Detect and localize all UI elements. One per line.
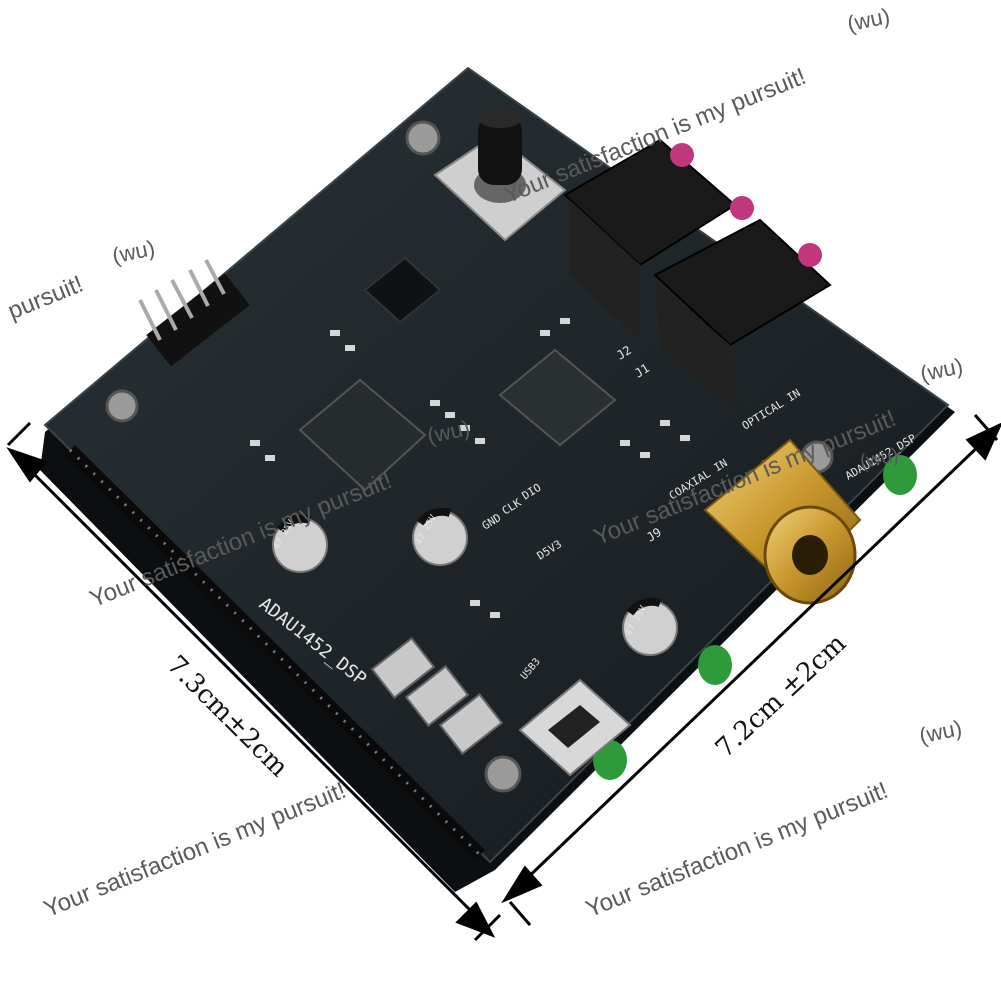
screw-left [105, 389, 139, 423]
j1-label: J1 [632, 361, 652, 381]
capacitor-c3 [622, 597, 678, 656]
tact-button-3 [438, 693, 504, 755]
codec-chip [498, 348, 617, 447]
coaxial-rca-connector [703, 438, 862, 605]
tact-button-1 [370, 637, 436, 699]
flash-chip [363, 256, 442, 324]
rotary-knob [433, 108, 567, 242]
j9-label: J9 [644, 525, 664, 545]
smd-components [250, 318, 690, 618]
capacitor-c2 [412, 507, 468, 566]
optical-connector-2 [653, 218, 832, 415]
dimension-arrow-right [501, 414, 1001, 926]
j2-label: J2 [614, 343, 634, 363]
dimension-arrow-left [6, 421, 502, 942]
tact-button-2 [404, 665, 470, 727]
capacitor-c1 [272, 514, 328, 573]
pin-header-5pin [138, 259, 250, 367]
micro-usb-port [518, 678, 632, 777]
dsp-chip [298, 378, 427, 492]
optical-connector-1 [563, 138, 754, 340]
screw-bottom [484, 755, 522, 793]
header-pin-row [65, 445, 485, 860]
screw-top [405, 120, 441, 156]
